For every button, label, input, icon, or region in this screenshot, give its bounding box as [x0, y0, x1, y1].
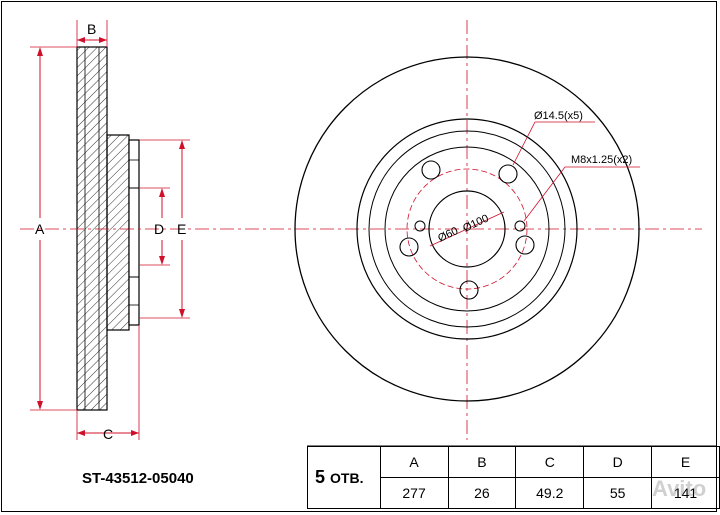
header-e: E	[650, 446, 720, 478]
dimension-label-e: E	[177, 221, 186, 237]
value-a: 277	[379, 477, 449, 509]
holes-cell: 5 ОТВ.	[307, 446, 381, 509]
header-b: B	[447, 446, 517, 478]
value-c: 49.2	[515, 477, 585, 509]
dimension-e: E	[139, 139, 190, 319]
bolt-hole-5	[515, 235, 535, 255]
hat-outer-edge	[368, 130, 566, 328]
rotor-outer-edge	[294, 56, 640, 402]
spec-table: 5 ОТВ. A B C D E 277 26 49.2 55 141	[307, 446, 720, 509]
bolt-hole-2	[498, 164, 518, 184]
watermark-logo: Avito	[652, 476, 707, 501]
bolt-hole-4	[459, 280, 479, 300]
dimension-label-a: A	[35, 221, 45, 237]
rotor-hat-face	[128, 139, 140, 326]
dimension-a: A	[30, 46, 77, 411]
rotor-hat-flange	[106, 134, 130, 331]
thread-hole-note: M8x1.25(x2)	[571, 154, 632, 166]
holes-unit: ОТВ.	[330, 470, 364, 486]
thread-hole-1	[414, 220, 426, 232]
dimension-c: C	[76, 325, 140, 442]
bolt-hole-3	[399, 237, 419, 257]
center-bore	[428, 190, 506, 268]
dimension-b: B	[76, 20, 108, 47]
value-b: 26	[447, 477, 517, 509]
front-view: Ø60 Ø100 Ø14.5(x5) M8x1.25(x2)	[294, 20, 640, 440]
value-e: 141	[650, 477, 720, 509]
friction-ring-inner-edge	[356, 118, 578, 340]
bolt-hole-note: Ø14.5(x5)	[534, 110, 583, 122]
header-d: D	[583, 446, 652, 478]
dimension-label-b: B	[87, 21, 96, 37]
side-section-view	[76, 46, 140, 411]
header-c: C	[515, 446, 585, 478]
header-a: A	[379, 446, 449, 478]
center-bore-label: Ø60	[436, 225, 460, 245]
thread-hole-2	[514, 220, 526, 232]
hub-face-edge	[384, 146, 550, 312]
bolt-hole-1	[421, 160, 441, 180]
dimension-label-c: C	[103, 426, 113, 442]
part-number: ST-43512-05040	[82, 470, 194, 487]
dimension-label-d: D	[154, 221, 164, 237]
thread-hole-leader	[523, 166, 640, 222]
diameter-line	[429, 211, 505, 247]
value-d: 55	[583, 477, 652, 509]
pcd-circle	[406, 168, 528, 290]
rotor-friction-ring	[76, 46, 108, 411]
holes-count: 5	[315, 467, 326, 487]
bolt-hole-leader	[512, 121, 595, 166]
pcd-label: Ø100	[461, 212, 490, 234]
dimension-d: D	[139, 187, 170, 266]
